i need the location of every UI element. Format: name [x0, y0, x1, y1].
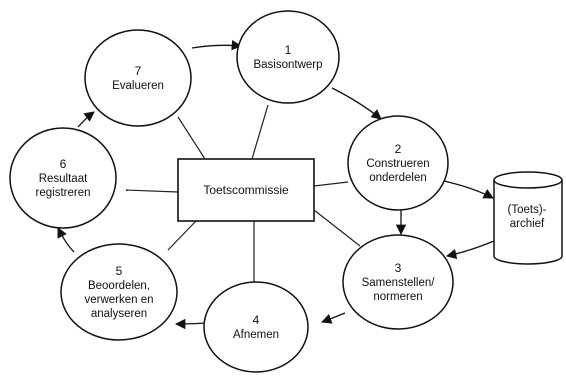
arrow-6-to-7 [77, 111, 95, 128]
center-connectors [125, 104, 361, 282]
archive-label: (Toets)- archief [507, 204, 547, 230]
stage-6-number: 6 [59, 156, 67, 171]
stage-3-number: 3 [394, 260, 402, 275]
stage-2-label: Construeren onderdelen [366, 157, 430, 184]
stage-5: 5 Beoordelen, verwerken en analyseren [61, 245, 177, 339]
connector-center-stage-2 [313, 181, 349, 187]
arrow-7-to-1 [191, 40, 243, 51]
arrow-4-to-5 [174, 318, 208, 330]
stage-4-number: 4 [252, 312, 260, 327]
connector-center-stage-6 [125, 189, 179, 193]
stage-6-circle [9, 127, 117, 229]
arrow-archive-to-3 [445, 240, 495, 260]
archive-cylinder-top [493, 171, 563, 189]
stage-6: 6 Resultaat registreren [10, 129, 116, 227]
stage-circles [9, 10, 454, 373]
archive-cylinder [493, 171, 563, 265]
stage-6-label: Resultaat registreren [35, 172, 91, 199]
stage-2-circle [347, 115, 449, 211]
stage-7-label: Evalueren [112, 79, 164, 92]
stage-1-circle [236, 10, 340, 104]
arrow-5-to-6 [57, 227, 75, 253]
connector-center-stage-7 [177, 116, 206, 160]
center-box [177, 158, 315, 222]
stage-3-circle [342, 234, 454, 330]
stage-2-number: 2 [394, 141, 402, 156]
stage-7: 7 Evalueren [85, 31, 191, 125]
arrow-3-to-4 [321, 312, 346, 324]
stage-3-label: Samenstellen/ normeren [361, 276, 435, 303]
stage-1-number: 1 [284, 42, 292, 57]
stage-2: 2 Construeren onderdelen [348, 117, 448, 209]
connector-center-stage-3 [313, 209, 361, 247]
center-label: Toetscommissie [203, 183, 289, 197]
connector-center-stage-5 [167, 220, 197, 251]
stage-7-number: 7 [134, 63, 142, 78]
stage-4: 4 Afnemen [204, 283, 308, 371]
stage-5-label: Beoordelen, verwerken en analyseren [84, 279, 154, 320]
stage-7-circle [84, 29, 192, 127]
arrow-2-to-archive [443, 180, 494, 199]
archive-cylinder-body [493, 180, 563, 265]
stage-5-number: 5 [115, 263, 123, 278]
stage-5-circle [60, 243, 178, 341]
connector-center-stage-1 [251, 104, 269, 160]
stage-4-label: Afnemen [232, 328, 280, 341]
stage-1: 1 Basisontwerp [238, 13, 338, 101]
stage-1-label: Basisontwerp [253, 58, 323, 71]
stage-3: 3 Samenstellen/ normeren [343, 236, 453, 328]
stage-4-circle [203, 281, 309, 373]
arrow-1-to-2 [331, 87, 382, 120]
